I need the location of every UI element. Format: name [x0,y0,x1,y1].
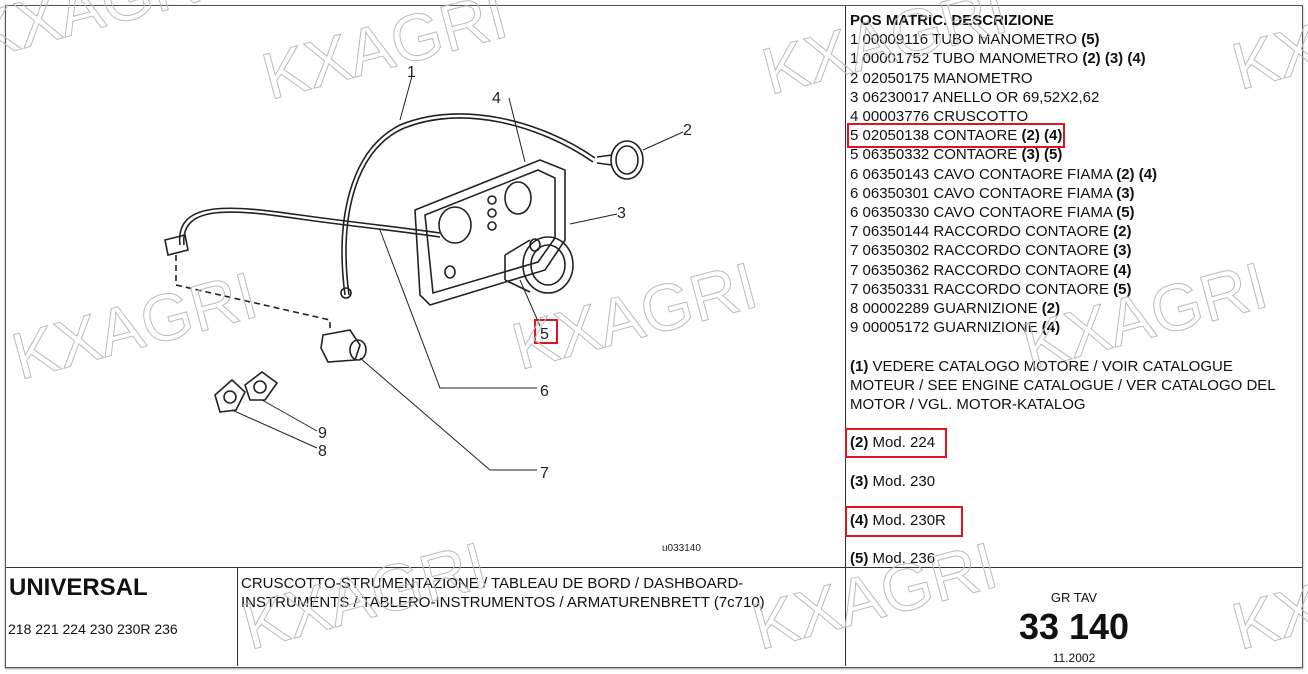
page-title: CRUSCOTTO-STRUMENTAZIONE / TABLEAU DE BO… [241,575,765,611]
model-refs: (2) [1041,300,1061,318]
parts-list-row: 1 00009116 TUBO MANOMETRO (5) [850,30,1300,49]
parts-list-row: 9 00005172 GUARNIZIONE (4) [850,318,1300,337]
divider [6,567,1302,568]
gr-tav-label: GR TAV [1050,590,1098,605]
parts-list-row: 7 06350144 RACCORDO CONTAORE (2) [850,222,1300,241]
gr-tav-number: 33 140 [1018,606,1130,647]
part-description: 6 06350301 CAVO CONTAORE FIAMA [850,184,1113,202]
parts-list-header: POS MATRIC. DESCRIZIONE [850,12,1054,29]
parts-list: POS MATRIC. DESCRIZIONE 1 00009116 TUBO … [846,11,1300,337]
divider [237,567,238,666]
callout-5: 5 [540,326,549,343]
parts-list-row: 7 06350331 RACCORDO CONTAORE (5) [850,280,1300,299]
model-refs: (3) [1113,242,1132,260]
catalog-page-frame [5,5,1303,668]
date: 11.2002 [1052,651,1096,665]
part-description: 1 00001752 TUBO MANOMETRO [850,50,1079,68]
parts-list-row: 6 06350301 CAVO CONTAORE FIAMA (3) [850,184,1300,203]
callout-7: 7 [540,465,549,482]
part-description: 7 06350302 RACCORDO CONTAORE [850,242,1109,260]
part-description: 9 00005172 GUARNIZIONE [850,319,1038,337]
note-2: (2) Mod. 224 [850,434,936,451]
parts-list-row-highlighted: 5 02050138 CONTAORE (2) (4) [846,123,1066,149]
callout-3: 3 [617,205,626,222]
model-list: 218 221 224 230 230R 236 [8,621,178,637]
parts-list-row: 6 06350143 CAVO CONTAORE FIAMA (2) (4) [850,165,1300,184]
parts-list-row: 6 06350330 CAVO CONTAORE FIAMA (5) [850,203,1300,222]
part-description: 7 06350331 RACCORDO CONTAORE [850,280,1109,298]
part-description: 6 06350330 CAVO CONTAORE FIAMA [850,204,1113,222]
note-4: (4) Mod. 230R [850,512,946,529]
note-5: (5) Mod. 236 [850,550,936,567]
model-refs: (4) [1113,261,1132,279]
parts-list-row: 1 00001752 TUBO MANOMETRO (2) (3) (4) [850,49,1300,68]
part-description: 2 02050175 MANOMETRO [850,69,1033,87]
model-refs: (5) [1113,280,1132,298]
parts-list-row: 2 02050175 MANOMETRO [850,69,1300,88]
callout-6: 6 [540,383,549,400]
model-refs: (2) (4) [1021,127,1063,145]
note-1: (1) VEDERE CATALOGO MOTORE / VOIR CATALO… [850,358,1276,414]
callout-highlight [534,319,558,344]
part-description: 5 02050138 CONTAORE [850,127,1018,145]
model-refs: (2) (3) (4) [1082,50,1146,68]
parts-list-row: 8 00002289 GUARNIZIONE (2) [850,299,1300,318]
model-refs: (5) [1081,31,1100,49]
callout-4: 4 [492,90,501,107]
model-refs: (2) [1113,223,1132,241]
model-refs: (5) [1116,204,1135,222]
parts-list-row: 3 06230017 ANELLO OR 69,52X2,62 [850,88,1300,107]
parts-list-row: 7 06350302 RACCORDO CONTAORE (3) [850,241,1300,260]
parts-list-row: 5 06350332 CONTAORE (3) (5) [850,145,1300,164]
callout-2: 2 [683,122,692,139]
parts-list-row: 4 00003776 CRUSCOTTO [850,107,1300,126]
note-highlight [845,428,947,458]
part-description: 1 00009116 TUBO MANOMETRO [850,31,1078,49]
model-refs: (2) (4) [1116,165,1158,183]
part-description: 7 06350144 RACCORDO CONTAORE [850,223,1109,241]
divider [845,6,846,666]
part-description: 7 06350362 RACCORDO CONTAORE [850,261,1109,279]
part-description: 3 06230017 ANELLO OR 69,52X2,62 [850,88,1100,106]
parts-list-row: 7 06350362 RACCORDO CONTAORE (4) [850,261,1300,280]
brand-name: UNIVERSAL [9,574,148,601]
part-description: 5 06350332 CONTAORE [850,146,1018,164]
drawing-code: u033140 [662,543,701,554]
part-description: 4 00003776 CRUSCOTTO [850,108,1029,126]
note-highlight [845,506,963,537]
callout-8: 8 [318,443,327,460]
callout-9: 9 [318,425,327,442]
model-refs: (3) (5) [1021,146,1063,164]
note-3: (3) Mod. 230 [850,473,936,490]
model-refs: (3) [1116,184,1135,202]
exploded-diagram: 1 2 3 4 5 6 7 8 9 u033140 [164,64,701,554]
callout-1: 1 [407,64,416,81]
part-description: 8 00002289 GUARNIZIONE [850,300,1038,318]
model-refs: (4) [1041,319,1061,337]
part-description: 6 06350143 CAVO CONTAORE FIAMA [850,165,1113,183]
